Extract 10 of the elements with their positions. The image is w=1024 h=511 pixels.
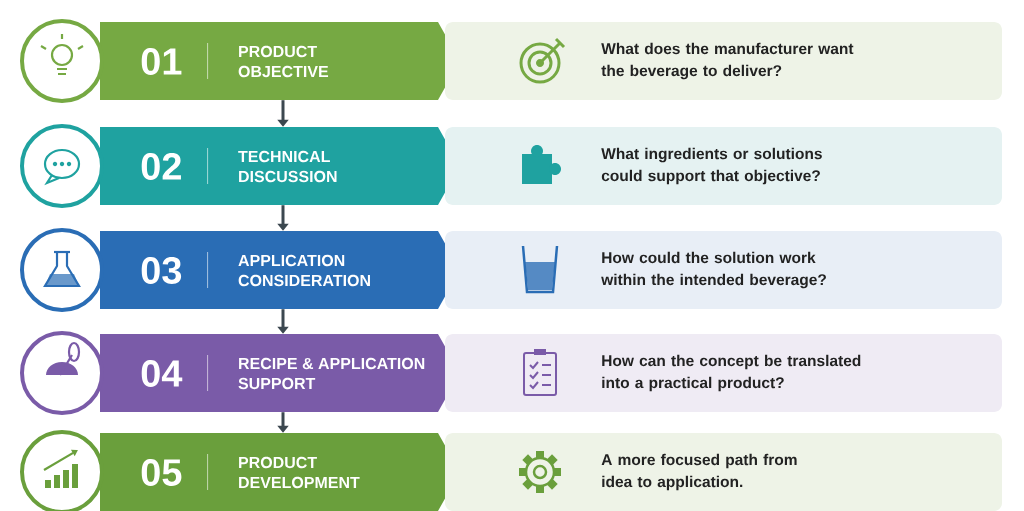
step-banner: 04 RECIPE & APPLICATION SUPPORT bbox=[100, 334, 460, 412]
question-panel: How could the solution work within the intended beverage? bbox=[445, 231, 1002, 309]
question-panel: What ingredients or solutions could support that objective? bbox=[445, 127, 1002, 205]
step-banner: 01 PRODUCT OBJECTIVE bbox=[100, 22, 460, 100]
step-banner: 02 TECHNICAL DISCUSSION bbox=[100, 127, 460, 205]
step-banner: 03 APPLICATION CONSIDERATION bbox=[100, 231, 460, 309]
step-banner: 05 PRODUCT DEVELOPMENT bbox=[100, 433, 460, 511]
question-panel: A more focused path from idea to application. bbox=[445, 433, 1002, 511]
question-panel: What does the manufacturer want the beverage to deliver? bbox=[445, 22, 1002, 100]
question-panel: How can the concept be translated into a practical product? bbox=[445, 334, 1002, 412]
